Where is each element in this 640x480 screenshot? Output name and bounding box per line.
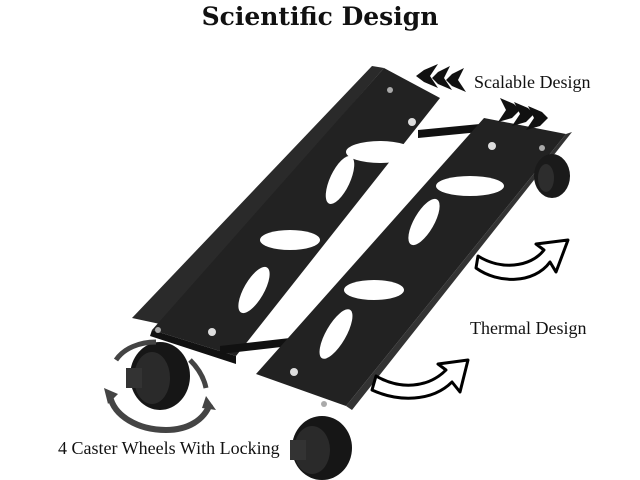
rotate-arrowhead-icon xyxy=(104,388,118,404)
screw-icon xyxy=(321,401,327,407)
right-tray-vent xyxy=(436,176,504,196)
left-tray-vent xyxy=(260,230,320,250)
right-tray xyxy=(256,118,572,410)
left-tray-base xyxy=(152,68,440,356)
caster-wheel xyxy=(290,416,352,480)
rotate-icon xyxy=(188,358,209,389)
screw-icon xyxy=(155,327,161,333)
screw-icon xyxy=(488,142,496,150)
caster-wheel xyxy=(126,342,190,410)
page-title: Scientific Design xyxy=(201,2,439,31)
left-tray xyxy=(132,66,440,364)
caster-wheels-label: 4 Caster Wheels With Locking xyxy=(58,438,280,458)
screw-icon xyxy=(539,145,545,151)
rotate-icon xyxy=(113,339,157,362)
airflow-arrow-icon xyxy=(370,358,470,400)
left-tray-vent xyxy=(238,266,270,314)
right-tray-side-wall xyxy=(346,132,572,410)
right-tray-vent xyxy=(344,280,404,300)
screw-icon xyxy=(208,328,216,336)
left-tray-vent xyxy=(325,156,355,204)
screw-icon xyxy=(408,118,416,126)
left-tray-vent xyxy=(346,141,414,163)
left-tray-side-wall xyxy=(132,66,384,324)
rotate-arrowhead-icon xyxy=(202,396,216,410)
chevron-right-icon xyxy=(498,98,548,130)
airflow-arrow-icon xyxy=(474,238,570,281)
rotate-icon xyxy=(107,395,213,434)
scalable-design-label: Scalable Design xyxy=(474,72,591,92)
connecting-rail xyxy=(418,124,480,138)
chevron-left-icon xyxy=(416,64,466,92)
right-tray-vent xyxy=(408,198,440,246)
thermal-design-label: Thermal Design xyxy=(470,318,587,338)
connecting-rail xyxy=(220,338,290,354)
left-tray-front-lip xyxy=(150,330,236,364)
screw-icon xyxy=(387,87,393,93)
caster-wheel xyxy=(534,154,570,198)
screw-icon xyxy=(290,368,298,376)
right-tray-vent xyxy=(319,309,353,359)
